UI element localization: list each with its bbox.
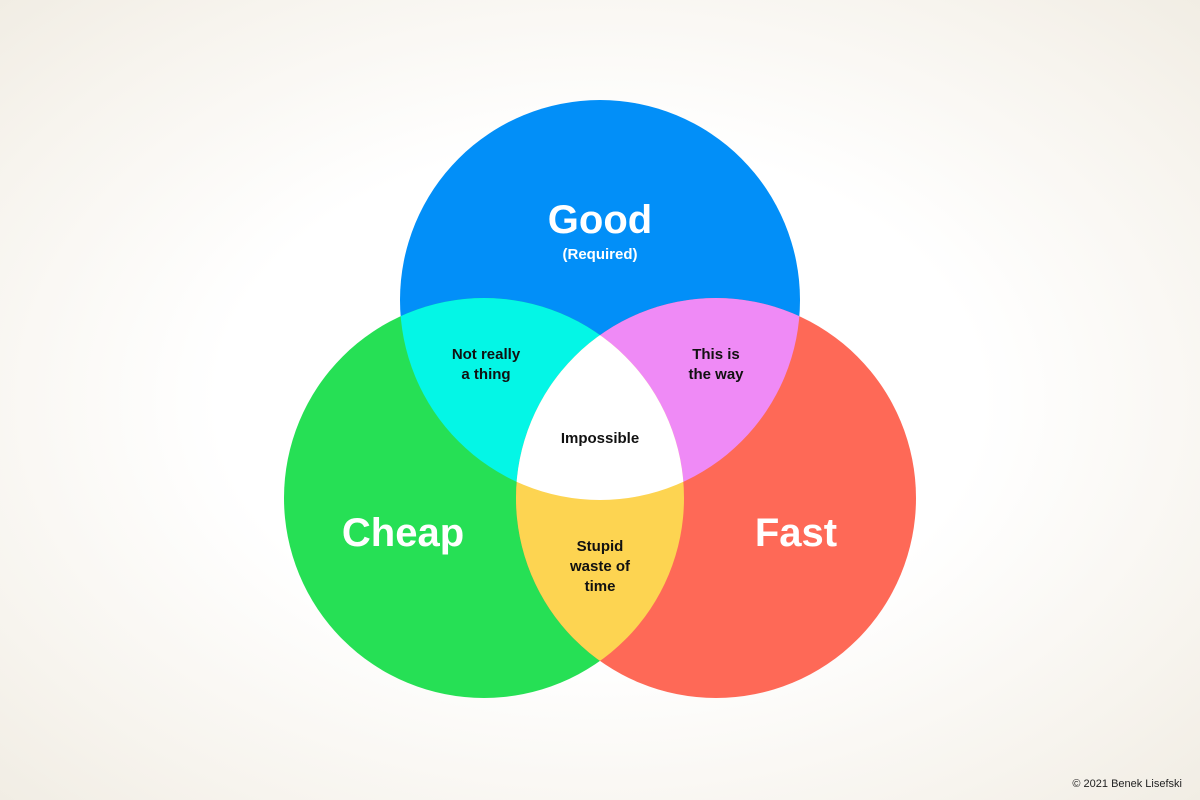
label-cheap: Cheap (342, 511, 464, 555)
label-good-fast-1: This is (692, 346, 740, 363)
label-center: Impossible (561, 430, 639, 447)
label-good-cheap-2: a thing (461, 366, 510, 383)
label-good: Good (548, 198, 652, 242)
label-cheap-fast-1: Stupid (577, 538, 624, 555)
label-good-sub: (Required) (563, 246, 638, 263)
label-good-cheap-1: Not really (452, 346, 521, 363)
copyright-text: © 2021 Benek Lisefski (1072, 778, 1182, 790)
region-all (516, 298, 684, 500)
label-cheap-fast-2: waste of (569, 558, 631, 575)
label-good-fast-2: the way (688, 366, 744, 383)
label-cheap-fast-3: time (585, 578, 616, 595)
label-fast: Fast (755, 511, 837, 555)
